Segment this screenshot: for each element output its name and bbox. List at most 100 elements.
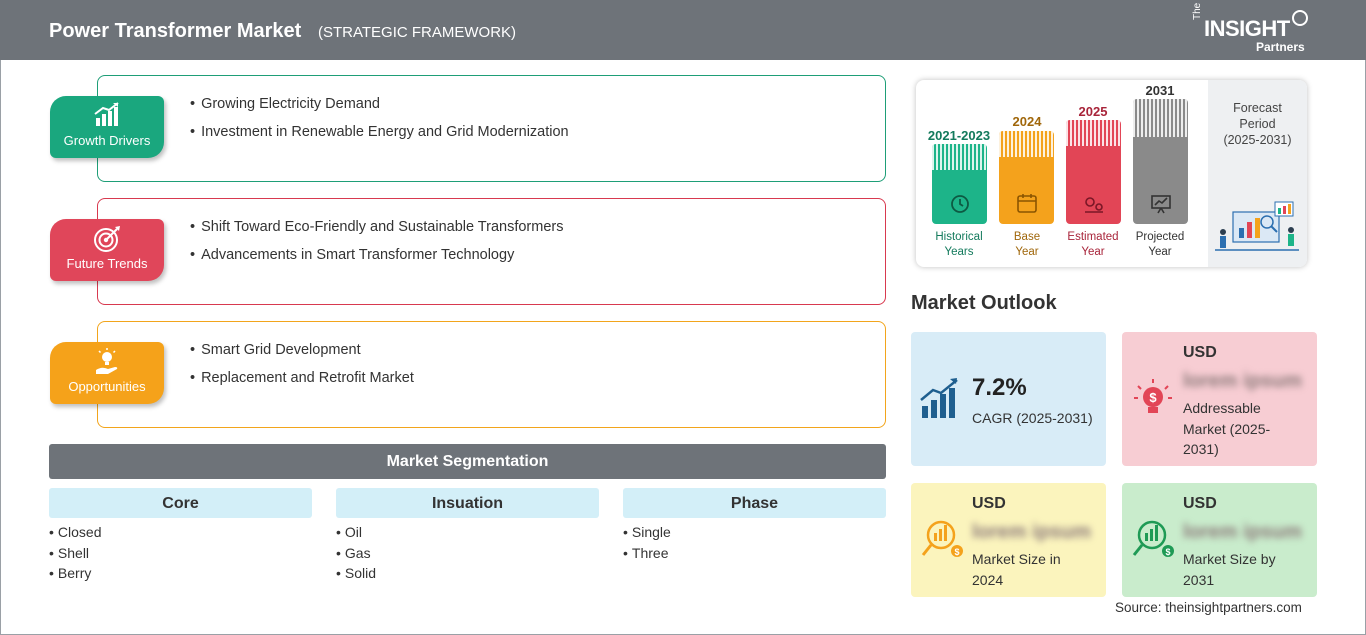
header-bar: Power Transformer Market (STRATEGIC FRAM…	[0, 0, 1366, 60]
segmentation-header: Market Segmentation	[49, 444, 886, 479]
caption-line: Estimated	[1067, 231, 1119, 243]
list-item: Berry	[49, 565, 312, 586]
logo-the: The	[1192, 2, 1203, 20]
bar-stripes	[932, 144, 987, 170]
market-outlook-title: Market Outlook	[911, 292, 1057, 314]
caption-line: Years	[944, 246, 974, 258]
timeline-bar-base	[999, 131, 1054, 224]
list-item: Advancements in Smart Transformer Techno…	[190, 247, 563, 275]
forecast-period: (2025-2031)	[1223, 133, 1292, 147]
svg-text:$: $	[954, 547, 959, 557]
analytics-people-icon	[1215, 201, 1299, 251]
opportunities-box: Smart Grid Development Replacement and R…	[97, 321, 886, 428]
market-size-2024-currency: USD	[972, 495, 1006, 512]
timeline-year-base: 2024	[1012, 114, 1042, 129]
calendar-icon	[1017, 194, 1037, 213]
addressable-market-card: $ USD lorem ipsum Addressable Market (20…	[1122, 332, 1317, 466]
caption-line: Year	[1081, 246, 1105, 258]
opportunities-badge: Opportunities	[50, 342, 164, 404]
market-size-2031-value: lorem ipsum	[1183, 521, 1302, 543]
cagr-label: CAGR (2025-2031)	[972, 410, 1093, 426]
growth-drivers-box: Growing Electricity Demand Investment in…	[97, 75, 886, 182]
segment-items: Single Three	[623, 524, 886, 565]
caption-line: Base	[1013, 231, 1041, 243]
coin-chart-icon: $	[1132, 520, 1174, 557]
caption-line: Projected	[1135, 231, 1185, 243]
caption-line: Year	[1015, 246, 1039, 258]
addressable-currency: USD	[1183, 344, 1217, 361]
timeline-year-historical: 2021-2023	[927, 128, 991, 143]
market-size-2031-label: Market Size by 2031	[1183, 551, 1276, 588]
growth-chart-icon	[94, 102, 119, 126]
list-item: Shift Toward Eco-Friendly and Sustainabl…	[190, 219, 563, 247]
growth-drivers-badge: Growth Drivers	[50, 96, 164, 158]
bar-stripes	[1066, 120, 1121, 146]
list-item: Investment in Renewable Energy and Grid …	[190, 124, 569, 152]
opportunities-label: Opportunities	[68, 379, 146, 394]
market-size-2024-card: $ USD lorem ipsum Market Size in 2024	[911, 483, 1106, 597]
list-item: Gas	[336, 545, 599, 566]
list-item: Growing Electricity Demand	[190, 96, 569, 124]
segment-title: Core	[49, 488, 312, 518]
logo-insight: INSIGHT	[1204, 16, 1290, 41]
segment-title: Insuation	[336, 488, 599, 518]
source-text: Source: theinsightpartners.com	[1115, 600, 1302, 615]
opportunities-list: Smart Grid Development Replacement and R…	[190, 342, 414, 398]
lightbulb-hand-icon	[96, 348, 118, 374]
insight-partners-logo: The INSIGHT Partners	[1192, 3, 1312, 54]
segment-core: Core Closed Shell Berry	[49, 488, 312, 586]
cagr-card: 7.2% CAGR (2025-2031)	[911, 332, 1106, 466]
timeline-bar-estimated	[1066, 120, 1121, 224]
timeline-year-projected: 2031	[1145, 83, 1175, 98]
growth-drivers-label: Growth Drivers	[63, 133, 151, 148]
caption-line: Year	[1148, 246, 1172, 258]
gears-chart-icon	[1085, 197, 1103, 213]
market-size-2024-label: Market Size in 2024	[972, 551, 1061, 588]
list-item: Closed	[49, 524, 312, 545]
segment-items: Oil Gas Solid	[336, 524, 599, 586]
forecast-label: Forecast Period	[1208, 100, 1307, 132]
timeline-bar-projected	[1133, 99, 1188, 224]
timeline-year-estimated: 2025	[1078, 104, 1108, 119]
list-item: Oil	[336, 524, 599, 545]
cagr-value: 7.2%	[972, 374, 1027, 401]
logo-ring-icon	[1292, 10, 1308, 26]
list-item: Solid	[336, 565, 599, 586]
timeline-caption-projected: Projected Year	[1120, 230, 1200, 260]
addressable-label: Addressable Market (2025-2031)	[1183, 400, 1271, 457]
market-size-2031-currency: USD	[1183, 495, 1217, 512]
timeline-caption-base: Base Year	[987, 230, 1067, 260]
growth-bars-icon	[920, 378, 958, 418]
timeline-card: 2021-2023 Historical Years 2024 Base Yea…	[916, 80, 1307, 267]
timeline-caption-estimated: Estimated Year	[1053, 230, 1133, 260]
page-subtitle: (STRATEGIC FRAMEWORK)	[318, 24, 517, 41]
caption-line: Historical	[935, 231, 983, 243]
bar-stripes	[1133, 99, 1188, 137]
forecast-label-text: Forecast Period	[1233, 101, 1282, 131]
logo-partners: Partners	[1256, 40, 1305, 54]
segment-phase: Phase Single Three	[623, 488, 886, 565]
market-size-2031-card: $ USD lorem ipsum Market Size by 2031	[1122, 483, 1317, 597]
timeline-bar-historical	[932, 144, 987, 224]
list-item: Shell	[49, 545, 312, 566]
segment-insulation: Insuation Oil Gas Solid	[336, 488, 599, 586]
future-trends-list: Shift Toward Eco-Friendly and Sustainabl…	[190, 219, 563, 275]
list-item: Single	[623, 524, 886, 545]
segment-items: Closed Shell Berry	[49, 524, 312, 586]
list-item: Replacement and Retrofit Market	[190, 370, 414, 398]
timeline-caption-historical: Historical Years	[919, 230, 999, 260]
addressable-value: lorem ipsum	[1183, 370, 1302, 392]
history-clock-icon	[951, 195, 969, 213]
forecast-panel: Forecast Period (2025-2031)	[1208, 80, 1307, 267]
future-trends-label: Future Trends	[66, 256, 148, 271]
presentation-board-icon	[1151, 195, 1171, 214]
target-icon	[94, 226, 120, 252]
page-title: Power Transformer Market	[49, 20, 302, 42]
list-item: Smart Grid Development	[190, 342, 414, 370]
future-trends-badge: Future Trends	[50, 219, 164, 281]
coin-chart-icon: $	[921, 520, 963, 557]
svg-text:$: $	[1149, 390, 1157, 405]
market-size-2024-value: lorem ipsum	[972, 521, 1091, 543]
growth-drivers-list: Growing Electricity Demand Investment in…	[190, 96, 569, 152]
future-trends-box: Shift Toward Eco-Friendly and Sustainabl…	[97, 198, 886, 305]
